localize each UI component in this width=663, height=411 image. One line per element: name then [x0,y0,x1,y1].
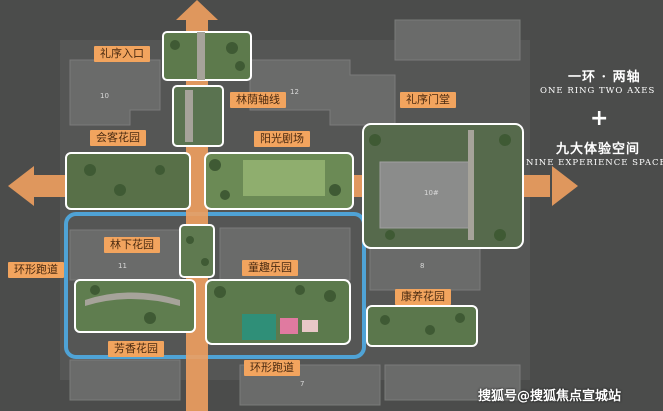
ring-track [64,212,366,359]
building-number: 11 [118,262,127,270]
watermark-text: 搜狐号@搜狐焦点宣城站 [478,389,622,404]
trees [84,40,511,335]
label-ring-track-bottom: 环形跑道 [244,360,300,376]
label-fragrance-garden: 芳香花园 [108,341,164,357]
legend-concept-1-en: ONE RING TWO AXES [540,86,656,96]
label-ceremony-hall: 礼序门堂 [400,92,456,108]
label-sunshine-plaza: 阳光剧场 [254,131,310,147]
building-footprints [69,19,521,406]
paths [85,32,474,306]
label-linyin-axis: 林荫轴线 [230,92,286,108]
sunshine-lawn [243,160,325,196]
building-number: 12 [290,88,299,96]
label-ring-track-left: 环形跑道 [8,262,64,278]
label-forest-garden: 林下花园 [104,237,160,253]
building-number: 7 [300,380,305,388]
building-label: 10# [424,189,439,197]
label-kids-park: 童趣乐园 [242,260,298,276]
label-guest-garden: 会客花园 [90,130,146,146]
legend-concept-1-cn: 一环 · 两轴 [568,70,641,85]
legend-concept-2-en: NINE EXPERIENCE SPACE [526,158,663,168]
kids-play-accents [242,314,318,340]
building-number: 8 [420,262,425,270]
legend-plus-sign: + [590,106,609,131]
legend-concept-2-cn: 九大体验空间 [556,142,641,157]
label-health-garden: 康养花园 [395,289,451,305]
building-number: 10 [100,92,109,100]
label-entrance: 礼序入口 [94,46,150,62]
